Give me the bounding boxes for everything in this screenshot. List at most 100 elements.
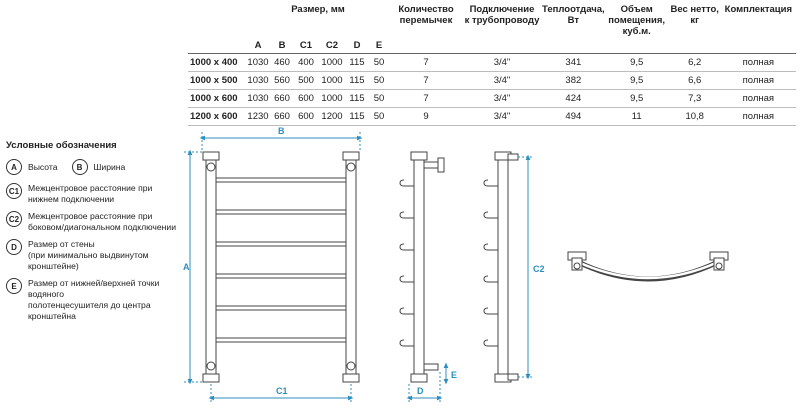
side-bar-ends	[483, 179, 498, 347]
legend-symbol: A	[6, 159, 22, 175]
cell-model: 1000 x 600	[188, 89, 246, 108]
col-weight: Вес нетто,кг	[670, 4, 719, 26]
cell-weight: 6,6	[668, 71, 721, 90]
legend-text: нижнем подключении	[28, 194, 115, 204]
cell-c1: 500	[294, 71, 318, 90]
cell-heat: 494	[542, 107, 605, 126]
cell-room-volume: 9,5	[604, 71, 669, 90]
col-heat: Теплоотдача,Вт	[542, 4, 605, 26]
front-view	[202, 151, 360, 383]
table-row: 1000 x 500 1030 560 500 1000 115 50 7 3/…	[188, 71, 796, 90]
side-bar-ends	[399, 179, 414, 347]
cell-a: 1030	[246, 53, 270, 72]
left-post	[205, 157, 217, 377]
cell-kit: полная	[720, 107, 796, 126]
label-b: B	[278, 126, 285, 136]
crossbars	[215, 177, 347, 343]
dim-col-c1: C1	[294, 37, 318, 54]
cell-a: 1030	[246, 89, 270, 108]
side-dimensions	[406, 362, 449, 404]
cell-c2: 1200	[318, 107, 346, 126]
legend-text: Размер от нижней/верхней точки водяного	[28, 278, 160, 299]
side2-dimensions	[518, 154, 534, 380]
cell-connection: 3/4"	[462, 53, 542, 72]
cell-e: 50	[368, 53, 390, 72]
legend-symbol: E	[6, 278, 22, 294]
cell-heat: 424	[542, 89, 605, 108]
legend-symbol: C2	[6, 211, 22, 227]
cell-d: 115	[346, 71, 368, 90]
label-d: D	[417, 386, 424, 396]
cell-bridges: 7	[390, 53, 462, 72]
cell-kit: полная	[720, 71, 796, 90]
cell-bridges: 7	[390, 89, 462, 108]
cell-a: 1030	[246, 71, 270, 90]
cell-b: 460	[270, 53, 294, 72]
legend-text: Межцентровое расстояние при	[28, 183, 153, 193]
cell-connection: 3/4"	[462, 107, 542, 126]
cell-heat: 382	[542, 71, 605, 90]
cell-c2: 1000	[318, 71, 346, 90]
legend-text: полотенцесушителя до центра кронштейна	[28, 300, 151, 321]
cell-b: 560	[270, 71, 294, 90]
legend-ab-row: A Высота B Ширина	[6, 159, 186, 175]
label-a: A	[183, 262, 190, 272]
cell-c1: 400	[294, 53, 318, 72]
cell-e: 50	[368, 71, 390, 90]
top-fittings	[202, 151, 360, 172]
cell-bridges: 7	[390, 71, 462, 90]
col-kit: Комплектация	[724, 4, 793, 15]
cell-d: 115	[346, 107, 368, 126]
legend-symbol: B	[71, 159, 88, 175]
cell-weight: 10,8	[668, 107, 721, 126]
cell-a: 1230	[246, 107, 270, 126]
dim-col-b: B	[270, 37, 294, 54]
label-e: E	[451, 370, 457, 380]
legend-item-e: E Размер от нижней/верхней точки водяног…	[6, 278, 186, 322]
cell-weight: 7,3	[668, 89, 721, 108]
side-view-d	[399, 151, 445, 383]
legend-item-a: A Высота	[6, 159, 58, 175]
legend-text: Размер от стены	[28, 239, 95, 249]
top-view	[567, 251, 729, 282]
size-group-header: Размер, мм	[291, 4, 345, 15]
cell-room-volume: 11	[604, 107, 669, 126]
cell-heat: 341	[542, 53, 605, 72]
cell-kit: полная	[720, 53, 796, 72]
cell-d: 115	[346, 89, 368, 108]
legend: Условные обозначения A Высота B Ширина C…	[6, 140, 186, 328]
cell-b: 660	[270, 89, 294, 108]
label-c1: C1	[276, 386, 288, 396]
legend-symbol: C1	[6, 183, 22, 199]
table-row: 1200 x 600 1230 660 600 1200 115 50 9 3/…	[188, 107, 796, 126]
legend-item-d: D Размер от стены(при минимально выдвину…	[6, 239, 186, 272]
cell-model: 1000 x 400	[188, 53, 246, 72]
legend-title: Условные обозначения	[6, 140, 117, 151]
cell-connection: 3/4"	[462, 71, 542, 90]
legend-text: боковом/диагональном подключении	[28, 222, 177, 232]
cell-connection: 3/4"	[462, 89, 542, 108]
cell-weight: 6,2	[668, 53, 721, 72]
cell-c1: 600	[294, 107, 318, 126]
legend-text: Высота	[28, 162, 58, 172]
legend-text: Ширина	[93, 162, 126, 172]
cell-model: 1200 x 600	[188, 107, 246, 126]
dim-col-e: E	[368, 37, 390, 54]
dim-col-a: A	[246, 37, 270, 54]
cell-room-volume: 9,5	[604, 89, 669, 108]
cell-c1: 600	[294, 89, 318, 108]
cell-bridges: 9	[390, 107, 462, 126]
right-post	[345, 157, 357, 377]
dim-col-c2: C2	[318, 37, 346, 54]
legend-item-b: B Ширина	[71, 159, 126, 175]
table-row: 1000 x 600 1030 660 600 1000 115 50 7 3/…	[188, 89, 796, 108]
cell-d: 115	[346, 53, 368, 72]
